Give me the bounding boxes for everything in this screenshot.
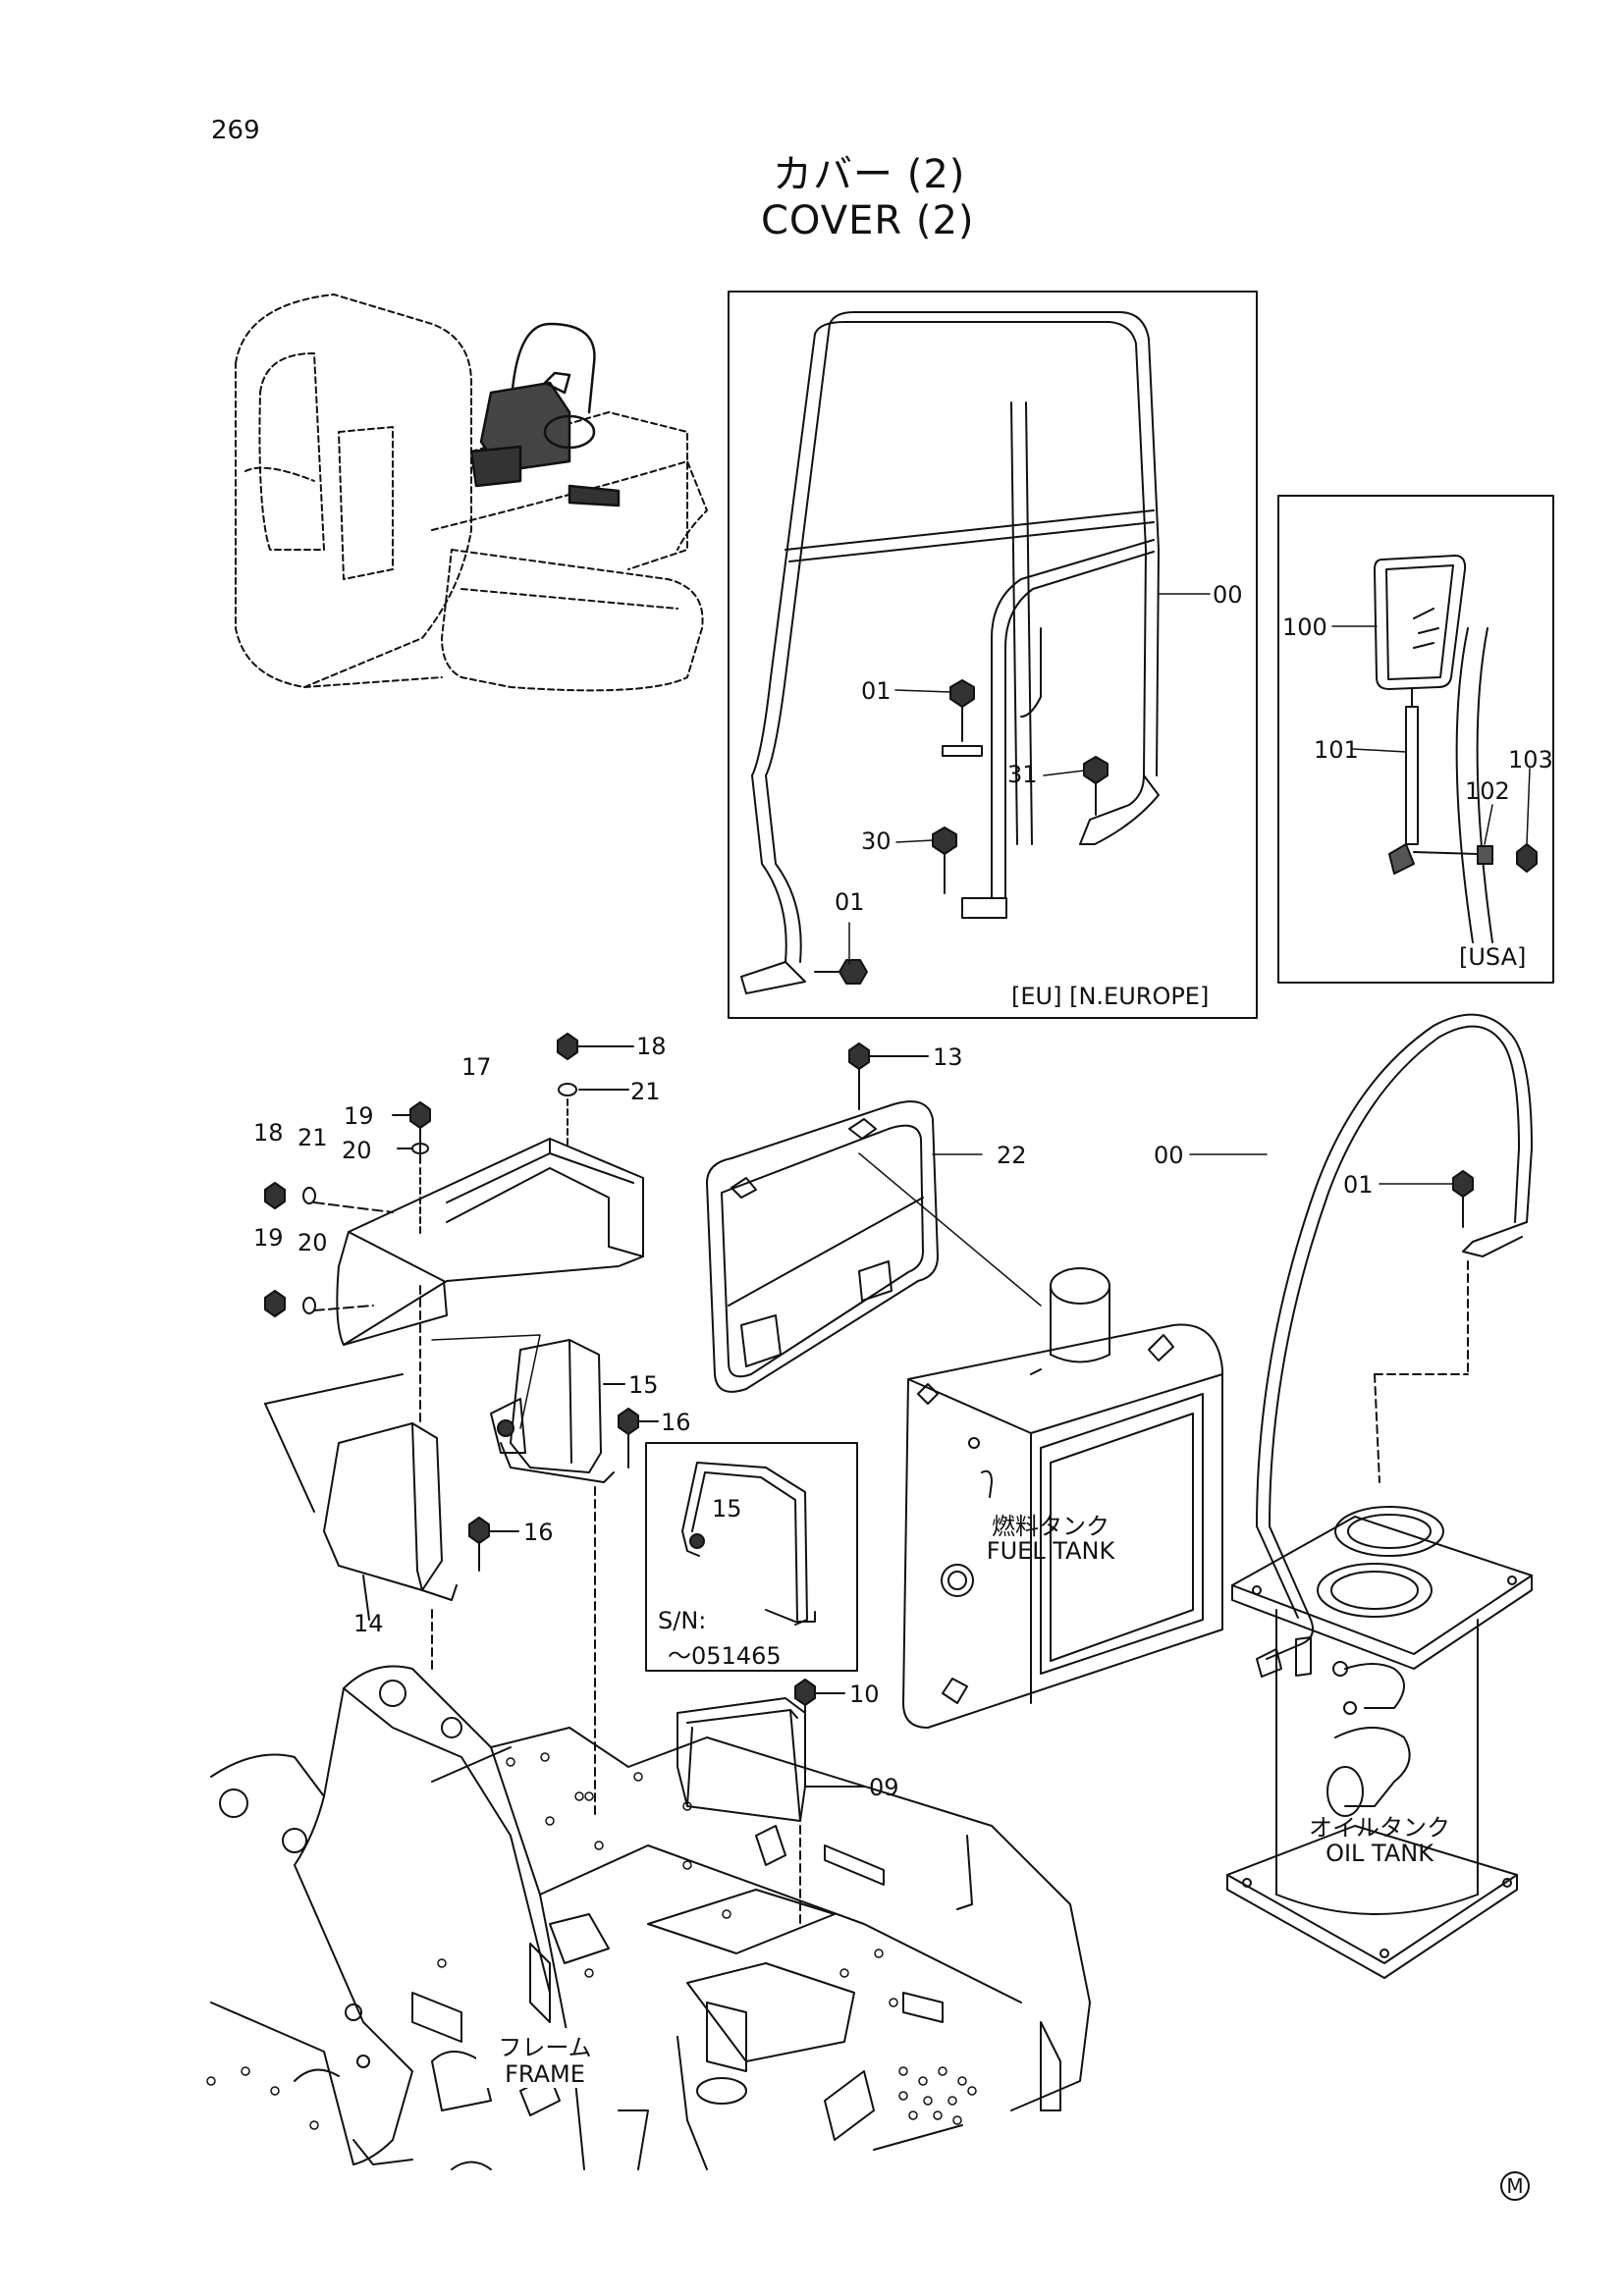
cover-17 bbox=[337, 1139, 643, 1345]
callout-31: 31 bbox=[1007, 761, 1038, 788]
box-09 bbox=[677, 1680, 864, 1924]
fuel-tank-link bbox=[859, 1153, 1041, 1306]
usa-leaders bbox=[1332, 626, 1530, 844]
usa-mirror bbox=[1375, 556, 1537, 942]
callout-00-right: 00 bbox=[1154, 1142, 1184, 1169]
callout-19-left: 19 bbox=[253, 1224, 284, 1252]
eu-bolts bbox=[815, 680, 1108, 984]
sn-inset-bracket bbox=[682, 1463, 815, 1625]
callout-16-a: 16 bbox=[661, 1409, 691, 1436]
callout-00-top: 00 bbox=[1213, 581, 1243, 609]
callout-09: 09 bbox=[869, 1774, 899, 1801]
excavator-highlight bbox=[471, 324, 619, 506]
callout-20-a: 20 bbox=[342, 1137, 372, 1164]
sn-range: ～051465 bbox=[668, 1642, 782, 1670]
rops-frame-right bbox=[1257, 1015, 1532, 1677]
usa-region-label: [USA] bbox=[1459, 943, 1527, 971]
callout-18-left: 18 bbox=[253, 1119, 284, 1147]
excavator-overview bbox=[236, 294, 707, 690]
fuel-tank-label: FUEL TANK bbox=[986, 1537, 1115, 1565]
callout-101: 101 bbox=[1314, 736, 1359, 764]
page-title: COVER (2) bbox=[761, 198, 975, 243]
callout-15-a: 15 bbox=[628, 1371, 659, 1399]
fuel-tank-label-japanese: 燃料タンク bbox=[992, 1513, 1109, 1540]
eu-region-label: [EU] [N.EUROPE] bbox=[1011, 983, 1210, 1010]
callout-20-left: 20 bbox=[298, 1229, 328, 1256]
eu-rops-frame bbox=[741, 312, 1159, 993]
callout-18-top: 18 bbox=[636, 1033, 667, 1060]
frame-holes bbox=[207, 1753, 976, 2129]
frame-structure bbox=[211, 1667, 1090, 2170]
oil-tank-label-japanese: オイルタンク bbox=[1309, 1814, 1450, 1842]
page-number: 269 bbox=[211, 116, 260, 145]
bracket-15 bbox=[432, 1335, 658, 1816]
eu-region-box bbox=[729, 292, 1257, 1018]
right-leaders bbox=[933, 1154, 1453, 1184]
callout-13: 13 bbox=[933, 1043, 963, 1071]
callout-22: 22 bbox=[997, 1142, 1027, 1169]
callout-14: 14 bbox=[353, 1610, 384, 1637]
frame-label: FRAME bbox=[476, 2060, 614, 2088]
frame-label-japanese: フレーム bbox=[476, 2028, 614, 2062]
callout-103: 103 bbox=[1508, 746, 1553, 774]
page-title-japanese: カバー (2) bbox=[773, 152, 966, 197]
callout-01-low: 01 bbox=[835, 888, 865, 916]
callout-100: 100 bbox=[1282, 614, 1327, 641]
sn-label: S/N: bbox=[658, 1607, 707, 1634]
cover-22 bbox=[707, 1043, 938, 1392]
callout-01-right: 01 bbox=[1343, 1171, 1374, 1199]
cover-14 bbox=[265, 1286, 518, 1669]
callout-01-top: 01 bbox=[861, 677, 892, 705]
callout-21-top: 21 bbox=[630, 1078, 661, 1105]
callout-30: 30 bbox=[861, 828, 892, 855]
callout-10: 10 bbox=[849, 1681, 880, 1708]
callout-19-a: 19 bbox=[344, 1102, 374, 1130]
eu-leaders bbox=[849, 594, 1210, 964]
sn-inset-box bbox=[646, 1443, 857, 1671]
callout-102: 102 bbox=[1465, 777, 1510, 805]
fuel-tank bbox=[903, 1268, 1222, 1728]
callout-21-left: 21 bbox=[298, 1124, 328, 1151]
callout-17: 17 bbox=[461, 1053, 492, 1081]
oil-tank-label: OIL TANK bbox=[1325, 1840, 1434, 1867]
usa-region-box bbox=[1278, 496, 1553, 983]
callout-16-b: 16 bbox=[523, 1519, 554, 1546]
cover-fasteners bbox=[265, 1034, 633, 1316]
m-mark-badge: M bbox=[1500, 2171, 1530, 2201]
oil-tank bbox=[1227, 1507, 1532, 1978]
callout-15-inset: 15 bbox=[712, 1495, 742, 1522]
